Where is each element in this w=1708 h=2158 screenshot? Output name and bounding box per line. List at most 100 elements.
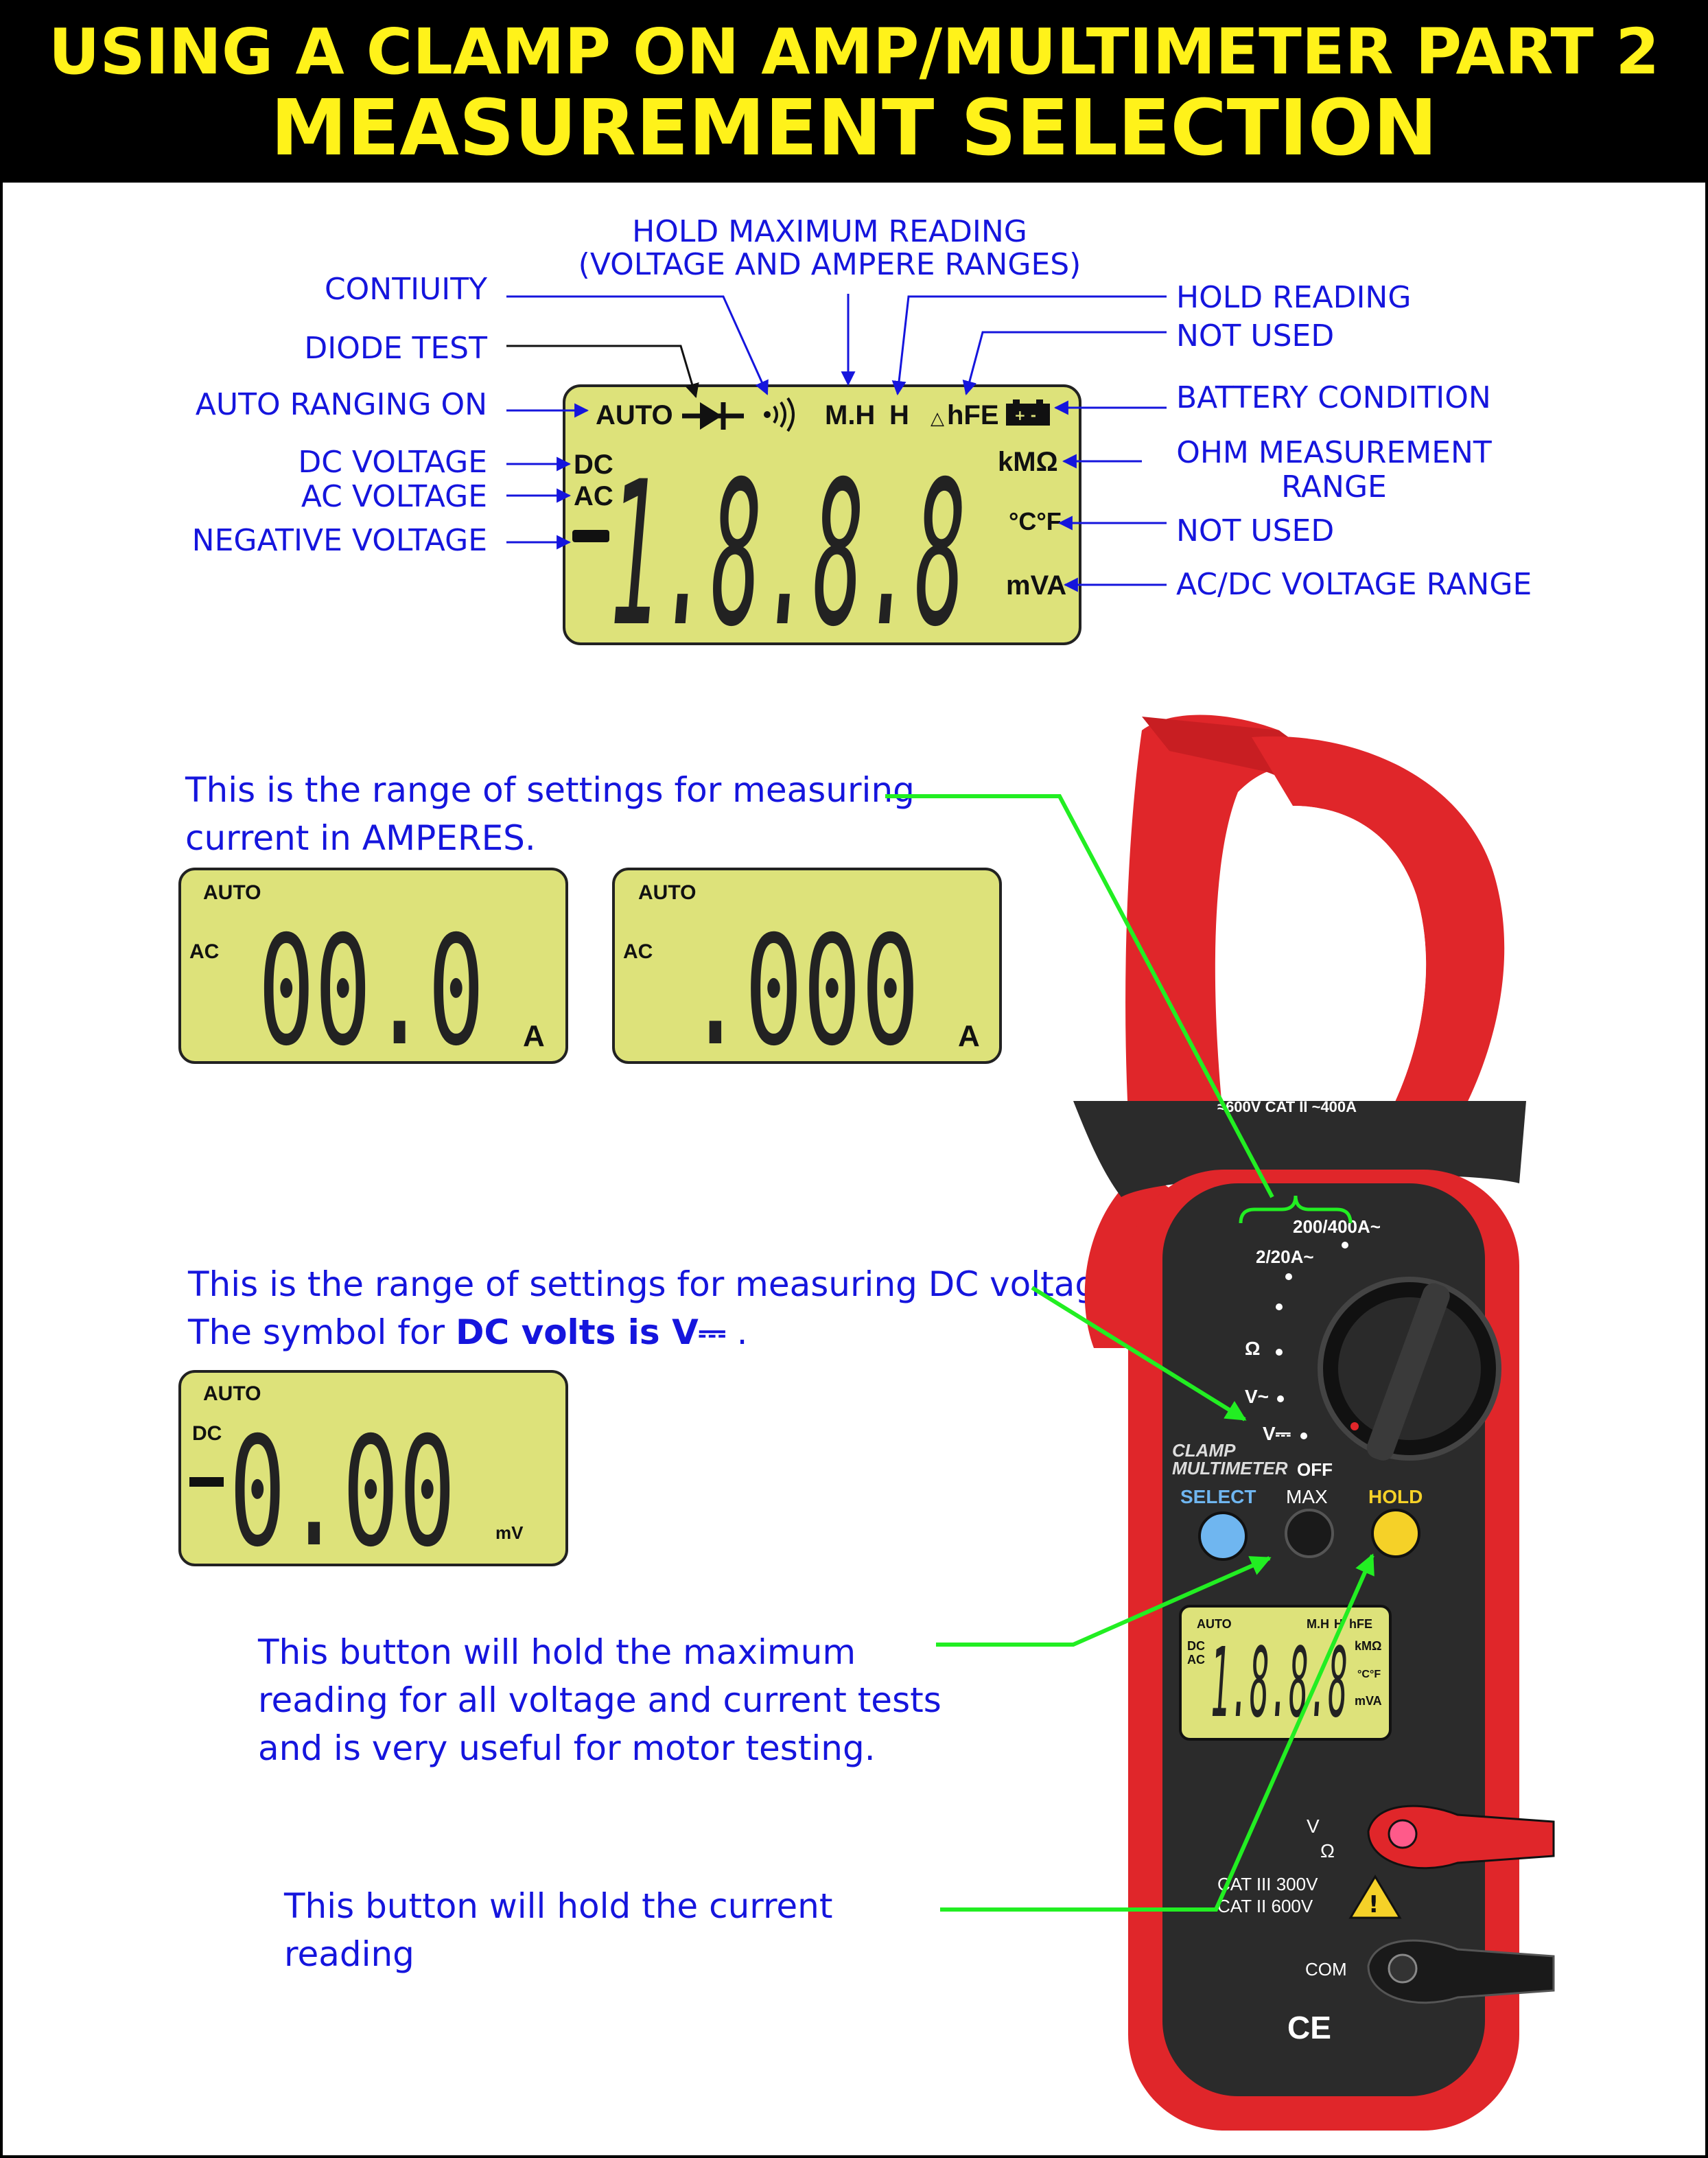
red-probe-plug[interactable] [1367,1805,1555,1870]
note-dc-prefix: The symbol for [188,1312,456,1352]
max-label: MAX [1286,1486,1328,1507]
page-title: USING A CLAMP ON AMP/MULTIMETER PART 2 [48,15,1660,89]
arrow-not-used-1 [962,331,1167,396]
note-amps-line1: This is the range of settings for measur… [185,770,915,810]
dial-ohm: Ω [1245,1338,1260,1359]
svg-text:+ -: + - [1014,407,1036,424]
amp-lcd-2-mode: AC [623,940,653,963]
small-lcd-mva: mVA [1355,1694,1382,1708]
dial-dots [1276,1242,1348,1439]
note-hold: This button will hold the current readin… [284,1882,832,1978]
small-lcd-hfe: hFE [1349,1617,1372,1631]
dial-off: OFF [1297,1459,1333,1480]
dc-lcd-minus [189,1477,224,1487]
page-subtitle: MEASUREMENT SELECTION [270,84,1438,173]
dial-200-400: 200/400A~ [1293,1216,1381,1237]
warning-icon [1348,1875,1402,1919]
amp-lcd-2-auto: AUTO [638,881,696,904]
select-button[interactable] [1198,1511,1248,1561]
com-label: COM [1305,1959,1347,1980]
delta-icon: △ [931,408,944,429]
main-lcd-hfe: hFE [947,400,999,430]
small-lcd-temp: °C°F [1357,1669,1381,1680]
label-battery: BATTERY CONDITION [1176,380,1491,415]
label-continuity: CONTIUITY [324,272,487,307]
note-max-line1: This button will hold the maximum [258,1632,856,1672]
cat2-label: CAT II 600V [1217,1896,1313,1916]
main-lcd-digits: 1.8.8.8 [609,439,966,671]
label-ohm-2: RANGE [1281,469,1387,504]
dial-vdc: V⎓ [1263,1423,1291,1444]
label-not-used-1: NOT USED [1176,318,1335,353]
dc-lcd-digits: 0.00 [229,1404,456,1580]
main-lcd-auto: AUTO [596,400,673,430]
note-dc: This is the range of settings for measur… [188,1260,1129,1356]
label-ac-voltage: AC VOLTAGE [301,479,487,514]
black-probe-plug[interactable] [1367,1939,1555,2004]
note-amps: This is the range of settings for measur… [185,766,915,862]
main-lcd-kohm: kMΩ [998,447,1058,477]
pointer-amps [885,794,1274,1198]
amp-lcd-1-mode: AC [189,940,219,963]
note-dc-line1: This is the range of settings for measur… [188,1264,1129,1304]
knob-pointer [1366,1283,1450,1461]
green-pointers [885,794,1374,1912]
main-lcd-mh: M.H [825,400,875,430]
meter-small-lcd: AUTO M.H H hFE DC AC kMΩ °C°F mVA 1.8.8.… [1179,1605,1392,1741]
amp-lcd-1-unit: A [523,1019,545,1053]
small-lcd-auto: AUTO [1197,1617,1232,1631]
main-lcd-ac: AC [574,481,613,511]
label-diode-test: DIODE TEST [304,331,487,366]
small-lcd-kohm: kMΩ [1355,1639,1381,1653]
label-hold-max-sub: (VOLTAGE AND AMPERE RANGES) [578,247,1081,282]
note-hold-line1: This button will hold the current [284,1886,833,1926]
diode-icon [682,402,744,430]
amp-lcd-1-digits: 00.0 [258,903,484,1079]
note-hold-line2: reading [284,1934,414,1974]
note-max-line3: and is very useful for motor testing. [258,1728,876,1768]
clamp-jaw-right [1252,736,1505,1122]
label-not-used-2: NOT USED [1176,513,1335,548]
main-lcd-dc: DC [574,450,613,480]
hold-button[interactable] [1371,1509,1420,1558]
select-label: SELECT [1180,1486,1256,1507]
rating-text: ≈600V CAT II ~400A [1217,1098,1357,1115]
brand-clamp: CLAMP [1172,1440,1236,1461]
svg-text:!: ! [1368,1891,1379,1918]
battery-icon: + - [1006,399,1050,426]
clamp-jaw-left [1125,715,1293,1128]
label-acdc-range: AC/DC VOLTAGE RANGE [1176,567,1532,602]
dc-lcd-unit: mV [495,1522,524,1543]
jack-v-label: V [1307,1815,1320,1837]
label-hold-reading: HOLD READING [1176,280,1412,315]
ce-mark: CE [1287,2010,1331,2045]
cat3-label: CAT III 300V [1217,1874,1318,1894]
max-button[interactable] [1285,1509,1334,1558]
amp-lcd-1-auto: AUTO [203,881,261,904]
dial-2-20: 2/20A~ [1256,1246,1314,1267]
main-lcd: AUTO M.H H △ hFE + - DC [563,384,1081,671]
small-lcd-ac: AC [1187,1653,1205,1667]
arrow-diode [506,345,699,399]
note-dc-line2: The symbol for DC volts is V⎓ . [188,1308,1129,1356]
dc-lcd-mode: DC [192,1422,222,1445]
note-dc-suffix: . [725,1312,748,1352]
small-lcd-dc: DC [1187,1639,1205,1653]
label-negative-voltage: NEGATIVE VOLTAGE [191,523,487,558]
label-hold-max: HOLD MAXIMUM READING [632,214,1027,249]
amp-lcd-2-digits: .000 [686,903,920,1079]
small-lcd-digits: 1.8.8.8 [1210,1627,1348,1739]
label-auto-ranging: AUTO RANGING ON [195,387,487,422]
brand-multimeter: MULTIMETER [1172,1458,1288,1478]
lcd-pointer-arrows [506,294,1167,592]
header-banner: USING A CLAMP ON AMP/MULTIMETER PART 2 M… [3,3,1705,183]
note-dc-bold: DC volts is V⎓ [456,1312,726,1352]
main-lcd-mva: mVA [1006,570,1066,601]
note-max-line2: reading for all voltage and current test… [258,1680,941,1720]
dc-lcd-auto: AUTO [203,1382,261,1405]
continuity-icon [764,397,795,432]
main-lcd-h: H [889,400,909,430]
main-lcd-temp: °C°F [1009,507,1062,535]
pointer-dc [1031,1286,1247,1422]
